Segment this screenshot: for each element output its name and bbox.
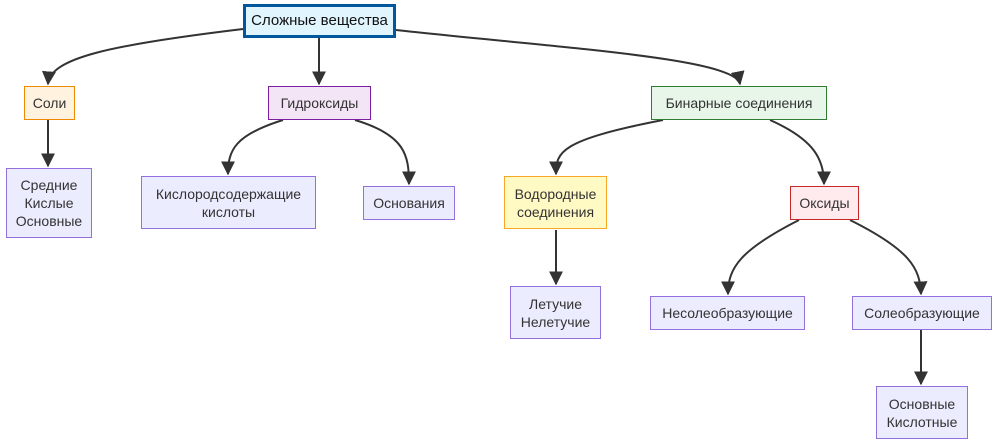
oxides-label: Оксиды — [799, 195, 850, 211]
binary-node: Бинарные соединения — [651, 86, 827, 120]
edge-hydroxides-oxyacids — [221, 119, 284, 176]
oxyacids-line-2: кислоты — [201, 203, 256, 220]
edge-root-salts — [42, 28, 244, 86]
hydroxides-label: Гидроксиды — [280, 95, 359, 111]
volatility-node: Летучие Нелетучие — [510, 286, 601, 339]
bases-label: Основания — [373, 195, 445, 211]
salt-forming-node: Солеобразующие — [852, 296, 992, 330]
hydrogen-compounds-node: Водородные соединения — [504, 176, 607, 229]
bases-node: Основания — [363, 186, 455, 220]
salt-type-2: Кислые — [24, 195, 74, 211]
hydrogen-line-1: Водородные — [514, 185, 597, 202]
oxyacids-line-1: Кислородсодержащие — [155, 185, 302, 202]
hydrogen-line-2: соединения — [516, 203, 595, 220]
oxyacids-node: Кислородсодержащие кислоты — [141, 176, 316, 229]
nonsalt-label: Несолеобразующие — [662, 305, 793, 321]
salt-type-3: Основные — [15, 213, 83, 229]
salts-label: Соли — [32, 95, 67, 111]
salt-forming-types-node: Основные Кислотные — [876, 386, 968, 439]
salt-types-node: Средние Кислые Основные — [6, 168, 92, 238]
edge-oxides-nonsalt — [721, 219, 800, 296]
root-label: Сложные вещества — [251, 12, 388, 29]
hydroxides-node: Гидроксиды — [268, 86, 371, 120]
edge-binary-oxides — [769, 119, 831, 186]
edge-binary-hydrogen — [549, 119, 664, 176]
root-node: Сложные вещества — [243, 4, 396, 38]
edge-root-binary — [395, 29, 745, 86]
volatility-line-2: Нелетучие — [520, 313, 591, 330]
volatility-line-1: Летучие — [529, 295, 582, 312]
oxides-node: Оксиды — [790, 186, 859, 220]
binary-label: Бинарные соединения — [665, 95, 813, 111]
saltforming-label: Солеобразующие — [864, 305, 980, 321]
saltforming-type-1: Основные — [888, 395, 956, 412]
edge-oxides-saltforming — [849, 219, 928, 296]
nonsalt-forming-node: Несолеобразующие — [650, 296, 805, 330]
salts-node: Соли — [24, 86, 75, 120]
edge-hydroxides-bases — [354, 119, 416, 186]
salt-type-1: Средние — [20, 177, 78, 193]
saltforming-type-2: Кислотные — [886, 413, 958, 430]
